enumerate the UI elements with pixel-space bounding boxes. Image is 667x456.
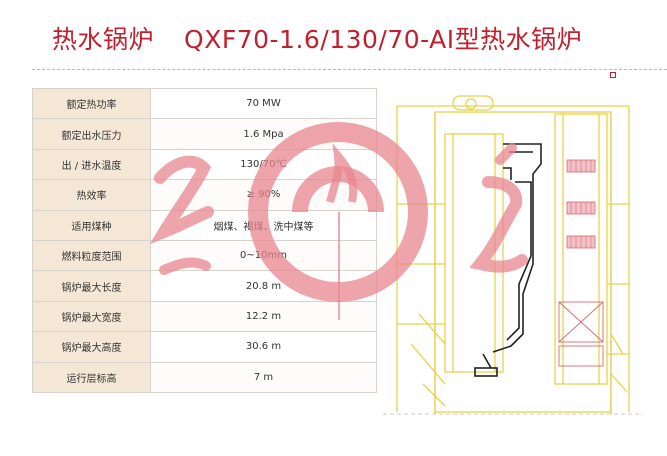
corner-mark <box>610 72 616 78</box>
spec-value: 130/70℃ <box>150 148 377 181</box>
title-cn: 热水锅炉 <box>52 25 155 54</box>
spec-value: 1.6 Mpa <box>150 118 377 150</box>
title-divider <box>32 69 667 70</box>
spec-value: ≥ 90% <box>150 179 377 211</box>
spec-label: 出 / 进水温度 <box>32 148 151 181</box>
spec-value: 7 m <box>150 361 377 393</box>
spec-value: 20.8 m <box>150 270 377 302</box>
title-model: QXF70-1.6/130/70-AⅠ型热水锅炉 <box>184 25 583 54</box>
spec-label: 锅炉最大高度 <box>32 331 151 363</box>
spec-value: 12.2 m <box>150 300 377 333</box>
spec-label: 燃料粒度范围 <box>32 239 151 272</box>
page-title: 热水锅炉 QXF70-1.6/130/70-AⅠ型热水锅炉 <box>52 20 582 56</box>
spec-label: 运行层标高 <box>32 361 151 393</box>
spec-value: 30.6 m <box>150 331 377 363</box>
spec-label: 锅炉最大长度 <box>32 270 151 302</box>
spec-label: 锅炉最大宽度 <box>32 300 151 333</box>
spec-value: 烟煤、褐煤、洗中煤等 <box>150 209 377 241</box>
boiler-drawing <box>383 95 643 415</box>
spec-value: 0~10mm <box>150 239 377 272</box>
spec-value: 70 MW <box>150 87 377 120</box>
table-row: 适用煤种烟煤、褐煤、洗中煤等 <box>32 209 377 241</box>
spec-label: 热效率 <box>32 179 151 211</box>
spec-label: 额定热功率 <box>32 87 151 120</box>
table-row: 热效率≥ 90% <box>32 179 377 211</box>
spec-label: 适用煤种 <box>32 209 151 241</box>
spec-label: 额定出水压力 <box>32 118 151 150</box>
